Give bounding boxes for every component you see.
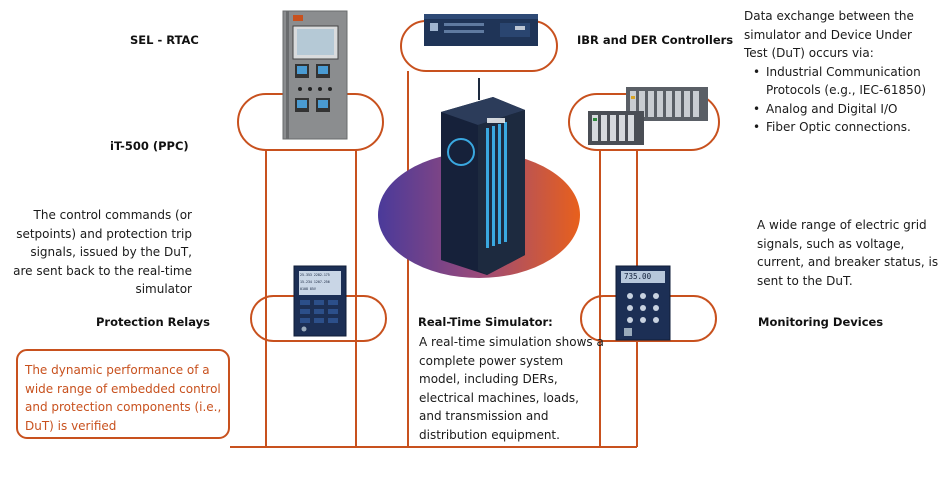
rts-title-label: Real-Time Simulator: [418, 315, 553, 329]
ibr-der-label: IBR and DER Controllers [577, 33, 734, 47]
text-line: A real-time simulation shows a [419, 335, 604, 349]
protection-relays-label: Protection Relays [96, 315, 210, 329]
relay-display-line: 0108 85V [300, 287, 316, 291]
data-exchange-list: Industrial Communication Protocols (e.g.… [744, 63, 934, 137]
text-line: simulator [135, 282, 192, 296]
der-controllers-icon [588, 87, 708, 145]
bullet-line: Fiber Optic connections. [766, 120, 911, 134]
bullet-line: Analog and Digital I/O [766, 101, 898, 116]
text-line: electrical machines, loads, [419, 390, 579, 405]
text-line: signals, issued by the DuT, [30, 245, 192, 259]
text-line: setpoints) and protection trip [16, 226, 192, 241]
relay-display-readout: 25.353 2282.175 15.234 1207.256 0108 85V [300, 272, 340, 293]
relay-display-line: 25.353 2282.175 [300, 273, 330, 277]
data-exchange-line: Test (DuT) occurs via: [744, 46, 874, 60]
text-line: and protection components (i.e., [25, 400, 222, 415]
text-line: A wide range of electric grid [757, 218, 927, 232]
text-line: DuT) is verified [25, 418, 117, 433]
data-exchange-line: simulator and Device Under [744, 27, 912, 42]
rts-description: A real-time simulation shows a complete … [419, 333, 609, 444]
data-exchange-text: Data exchange between the simulator and … [744, 7, 934, 137]
data-exchange-bullet: Analog and Digital I/O [753, 100, 934, 119]
protection-relay-icon [293, 265, 347, 337]
data-exchange-bullet: Industrial Communication Protocols (e.g.… [753, 63, 934, 100]
ibr-controller-icon [424, 14, 538, 46]
simulator-tower-icon [441, 78, 525, 275]
bullet-line: Industrial Communication [766, 64, 921, 79]
text-line: complete power system [419, 353, 564, 368]
text-line: distribution equipment. [419, 427, 560, 442]
text-line: The control commands (or [33, 208, 192, 222]
monitoring-label: Monitoring Devices [758, 315, 884, 329]
text-line: sent to the DuT. [757, 273, 853, 288]
text-line: wide range of embedded control [25, 381, 221, 396]
text-line: are sent back to the real-time [13, 263, 192, 278]
dynamic-performance-box [16, 349, 230, 439]
data-exchange-line: Data exchange between the [744, 9, 914, 23]
text-line: and transmission and [419, 409, 549, 423]
bullet-line: Protocols (e.g., IEC-61850) [766, 83, 927, 97]
text-line: model, including DERs, [419, 372, 558, 386]
control-commands-text: The control commands (or setpoints) and … [6, 206, 192, 299]
grid-signals-text: A wide range of electric grid signals, s… [757, 216, 939, 290]
text-line: signals, such as voltage, [757, 236, 905, 251]
monitor-display-readout: 735.00 [624, 272, 652, 281]
dynamic-performance-text: The dynamic performance of a wide range … [25, 361, 225, 435]
text-line: The dynamic performance of a [25, 363, 210, 377]
relay-display-line: 15.234 1207.256 [300, 280, 330, 284]
sel-rtac-label: SEL - RTAC [130, 33, 199, 47]
text-line: current, and breaker status, is [757, 255, 939, 269]
sel-rtac-cabinet-icon [282, 10, 348, 140]
monitoring-device-icon [615, 265, 671, 341]
data-exchange-bullet: Fiber Optic connections. [753, 118, 934, 137]
it500-label: iT-500 (PPC) [110, 139, 189, 153]
